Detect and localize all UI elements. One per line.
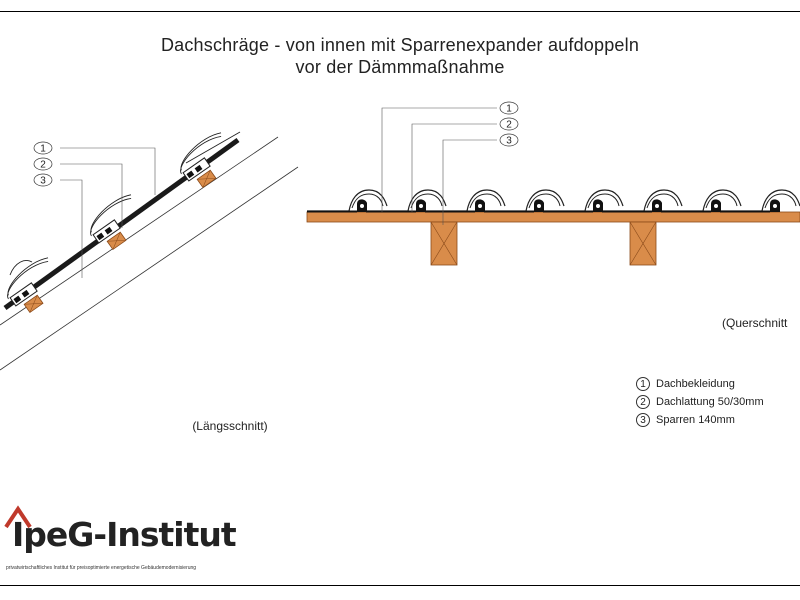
callout-leader-2-left: [60, 163, 123, 228]
svg-text:1: 1: [506, 104, 512, 115]
callout-2-right: 2: [499, 117, 519, 131]
svg-text:3: 3: [40, 176, 46, 187]
svg-text:3: 3: [506, 136, 512, 147]
title-line-1: Dachschräge - von innen mit Sparrenexpan…: [160, 35, 640, 55]
frame-bottom-line: [0, 585, 800, 586]
slope-tile: [7, 257, 49, 307]
slope-batten: [196, 169, 217, 189]
callout-1-right: 1: [499, 101, 519, 115]
tile-profile: [484, 189, 565, 213]
cross-section: 1 2 3 (Querschnitt: [306, 101, 800, 330]
callout-leader-2-right: [411, 123, 497, 212]
callout-3-left: 3: [33, 173, 53, 187]
longitudinal-section: 1 2 3 (Längsschnitt): [0, 131, 299, 433]
svg-text:2: 2: [40, 160, 46, 171]
legend-item-3: 3 Sparren 140mm: [636, 411, 764, 429]
legend-label-1: Dachbekleidung: [656, 378, 735, 390]
svg-text:2: 2: [506, 120, 512, 131]
rafter-top-line: [0, 136, 279, 326]
title-line-2: vor der Dämmmaßnahme: [295, 57, 505, 77]
rafter-2: [629, 221, 657, 266]
legend-number-2: 2: [636, 395, 650, 409]
legend-label-2: Dachlattung 50/30mm: [656, 396, 764, 408]
longitudinal-section-label: (Längsschnitt): [192, 419, 267, 433]
slope-tile: [90, 194, 132, 244]
cross-section-tiles: [307, 189, 800, 213]
legend-number-1: 1: [636, 377, 650, 391]
tile-profile: [543, 189, 624, 213]
batten-strip: [306, 211, 800, 223]
callout-2-left: 2: [33, 157, 53, 171]
callout-leader-3-left: [60, 179, 83, 278]
logo-name: IpeG-Institut: [12, 515, 237, 554]
logo-tagline: privatwirtschaftliches Institut für prei…: [6, 565, 197, 571]
roof-logo-icon: [4, 505, 32, 529]
left-battens: [23, 169, 217, 314]
slope-batten: [23, 294, 44, 314]
legend-item-1: 1 Dachbekleidung: [636, 375, 764, 393]
callout-leader-1-left: [60, 147, 156, 195]
legend-number-3: 3: [636, 413, 650, 427]
cross-section-label: (Querschnitt: [722, 316, 788, 330]
rafter-bottom-line: [0, 166, 299, 371]
callout-leader-1-right: [381, 107, 497, 212]
tile-profile: [720, 189, 800, 213]
tile-profile: [661, 189, 742, 213]
tile-profile: [307, 189, 388, 213]
svg-text:1: 1: [40, 144, 46, 155]
callout-3-right: 3: [499, 133, 519, 147]
legend-label-3: Sparren 140mm: [656, 414, 735, 426]
legend-item-2: 2 Dachlattung 50/30mm: [636, 393, 764, 411]
callout-1-left: 1: [33, 141, 53, 155]
rafter-1: [430, 221, 458, 266]
left-tiles: [7, 131, 241, 307]
tile-profile: [602, 189, 683, 213]
legend: 1 Dachbekleidung 2 Dachlattung 50/30mm 3…: [636, 375, 764, 429]
slope-tile: [180, 132, 222, 182]
frame-top-line: [0, 11, 800, 12]
tile-profile: [425, 189, 506, 213]
ipeg-logo: IpeG-Institut privatwirtschaftliches Ins…: [4, 505, 237, 571]
slope-batten: [106, 231, 127, 251]
callout-leader-3-right: [442, 139, 497, 225]
tile-profile: [366, 189, 447, 213]
diagram-title: Dachschräge - von innen mit Sparrenexpan…: [0, 34, 800, 78]
